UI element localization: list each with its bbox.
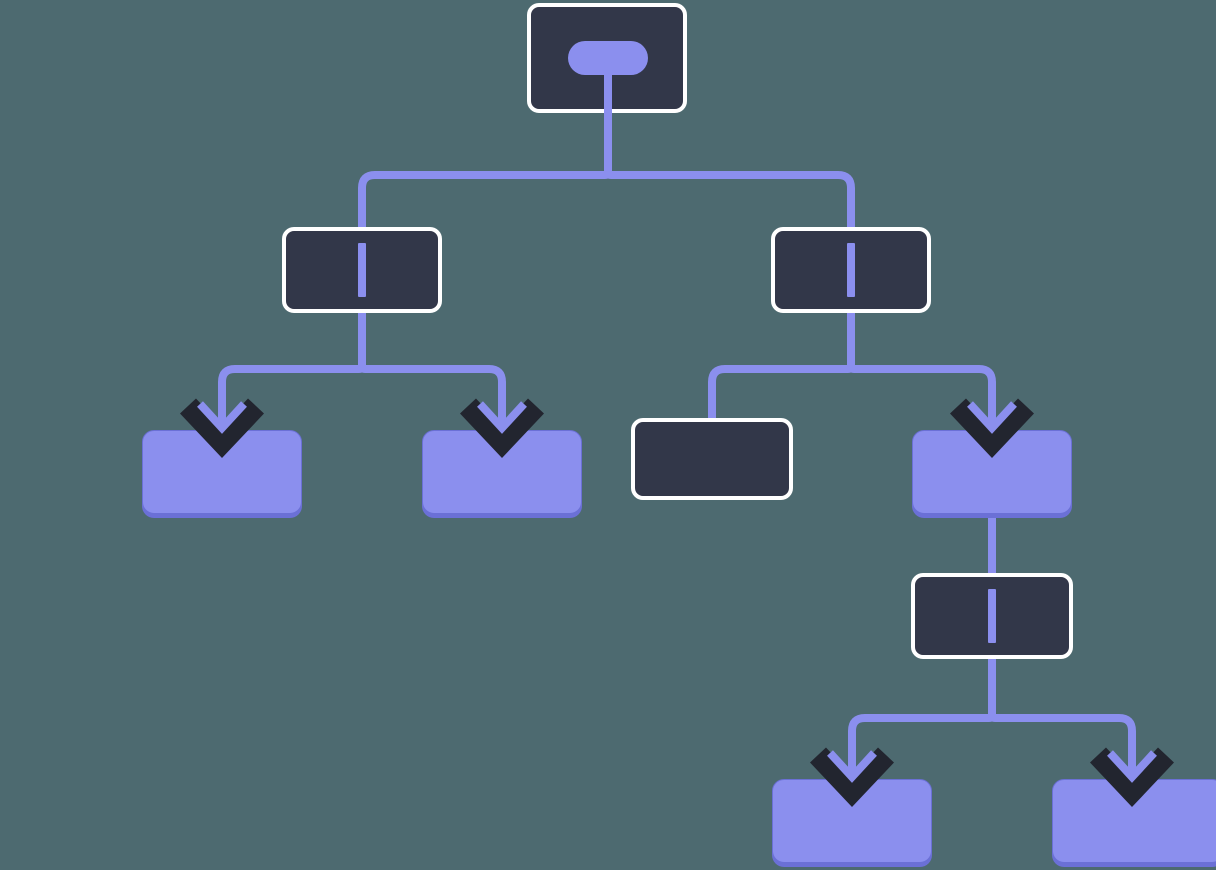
- node-l1-right-bar-marker: [847, 243, 855, 297]
- node-l3-mid-bar-marker: [988, 589, 996, 643]
- node-l2-a[interactable]: [142, 430, 302, 514]
- node-l4-b[interactable]: [1052, 779, 1216, 863]
- node-l1-right[interactable]: [771, 227, 931, 313]
- node-l2-d[interactable]: [912, 430, 1072, 514]
- node-l2-c[interactable]: [631, 418, 793, 500]
- node-l1-left-bar-marker: [358, 243, 366, 297]
- node-l2-b[interactable]: [422, 430, 582, 514]
- node-root-stem: [604, 62, 612, 117]
- node-l4-a[interactable]: [772, 779, 932, 863]
